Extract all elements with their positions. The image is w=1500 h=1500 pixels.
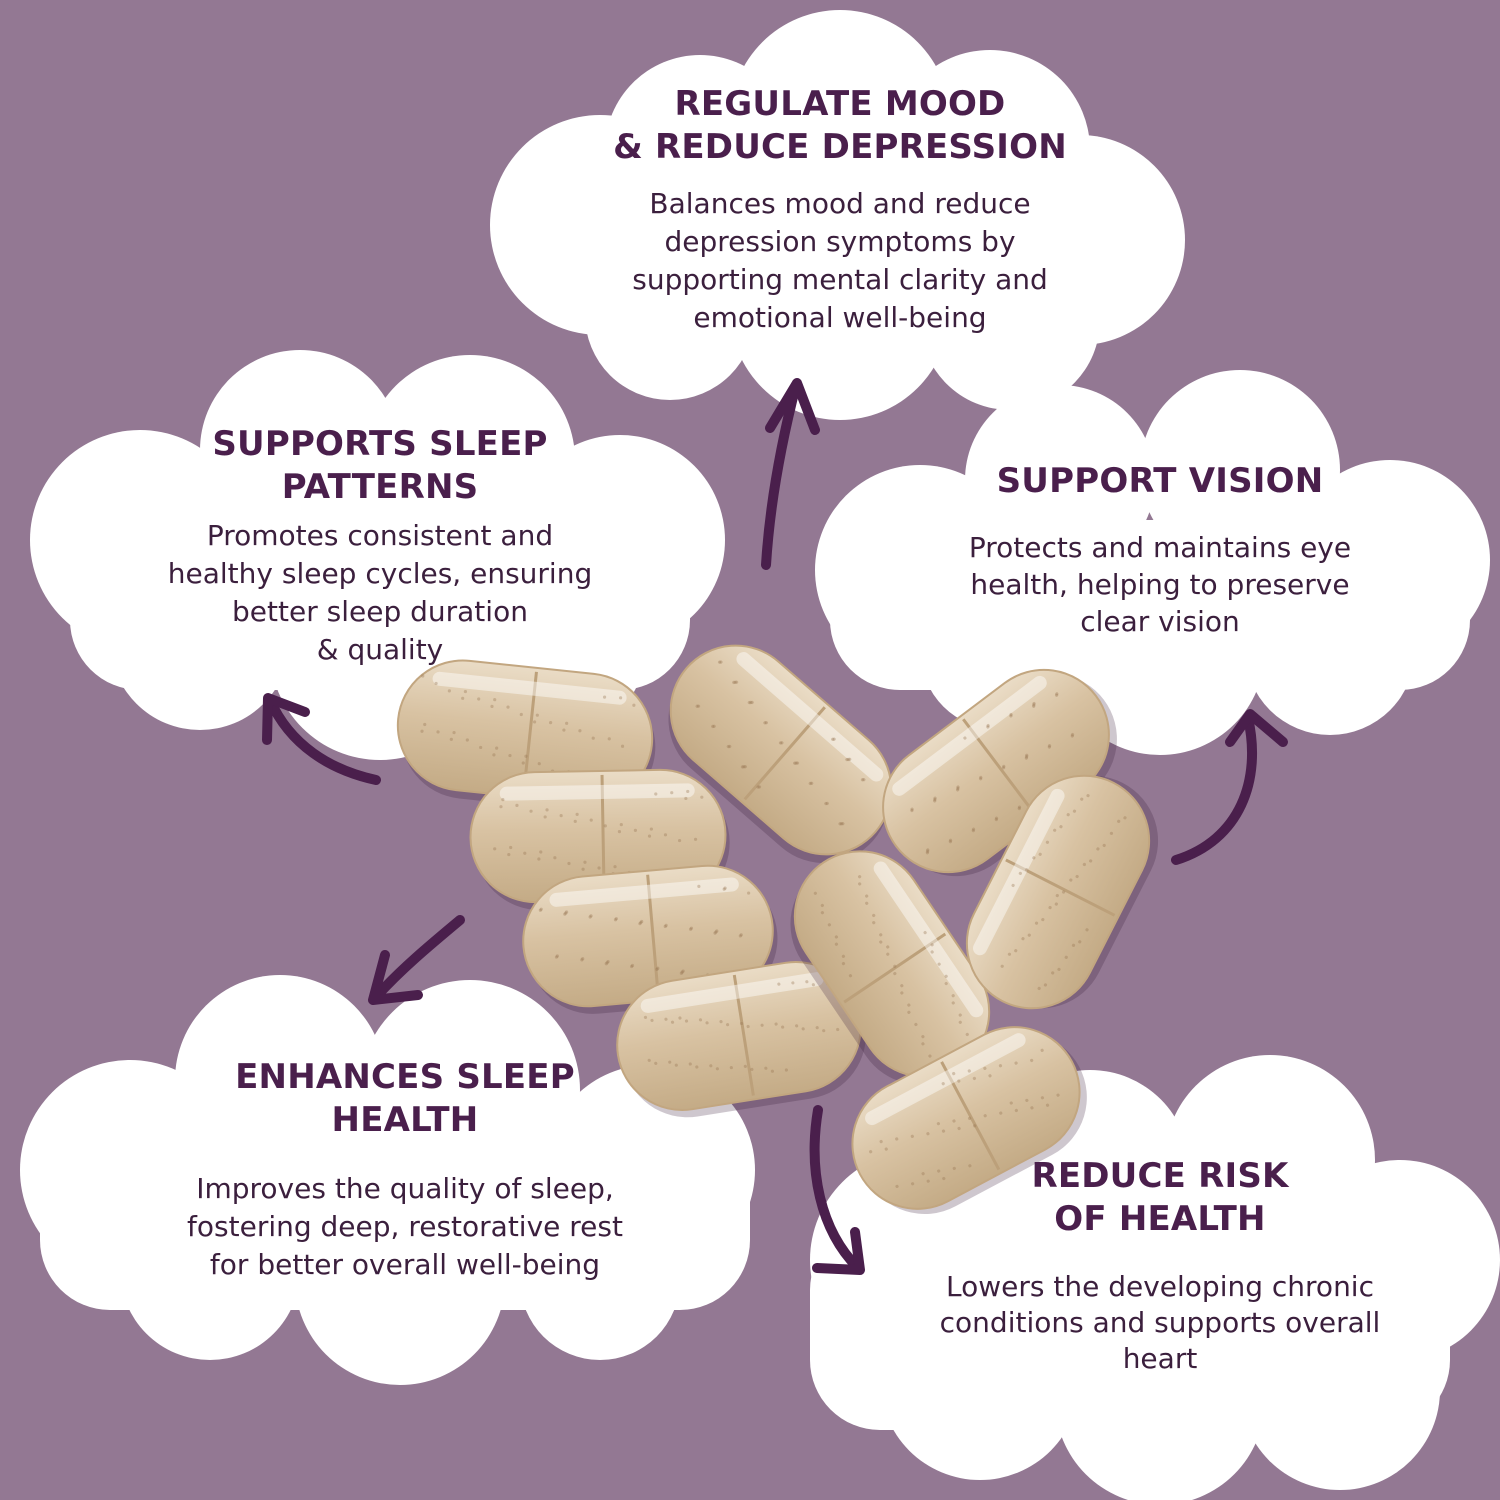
- benefit-sleep-health-title: ENHANCES SLEEP HEALTH: [235, 1057, 575, 1140]
- arrow-to-sleep-health: [368, 915, 465, 1005]
- benefit-sleep-patterns-title: SUPPORTS SLEEP PATTERNS: [212, 424, 548, 507]
- capsule: [790, 850, 991, 1085]
- benefit-risk: REDUCE RISK OF HEALTH Lowers the develop…: [890, 1155, 1430, 1377]
- capsule: [965, 774, 1159, 1010]
- capsule-group: [396, 644, 1159, 1215]
- benefit-mood-text: Balances mood and reduce depression symp…: [632, 187, 1048, 334]
- benefit-risk-text: Lowers the developing chronic conditions…: [939, 1270, 1381, 1375]
- cloud-sleep-health: [20, 975, 755, 1385]
- cloud-risk: [810, 1055, 1500, 1500]
- benefit-sleep-health: ENHANCES SLEEP HEALTH Improves the quali…: [100, 1056, 710, 1284]
- arrow-to-vision: [1171, 709, 1288, 865]
- benefit-vision-text: Protects and maintains eye health, helpi…: [968, 531, 1352, 638]
- cloud-mood: [490, 10, 1185, 420]
- benefit-vision: SUPPORT VISION Protects and maintains ey…: [880, 460, 1440, 640]
- benefit-mood-title: REGULATE MOOD & REDUCE DEPRESSION: [613, 84, 1067, 167]
- cloud-vision: [815, 370, 1490, 755]
- capsule: [851, 1026, 1087, 1215]
- arrow-to-sleep-patterns: [262, 693, 381, 785]
- benefit-sleep-patterns: SUPPORTS SLEEP PATTERNS Promotes consist…: [90, 423, 670, 669]
- benefit-vision-title: SUPPORT VISION: [996, 461, 1324, 501]
- benefit-risk-title: REDUCE RISK OF HEALTH: [1031, 1156, 1289, 1239]
- arrow-to-risk: [809, 1105, 865, 1275]
- capsule: [616, 961, 866, 1118]
- arrow-to-mood: [761, 378, 820, 570]
- benefit-sleep-patterns-text: Promotes consistent and healthy sleep cy…: [167, 519, 593, 666]
- benefit-sleep-health-text: Improves the quality of sleep, fostering…: [187, 1172, 623, 1281]
- capsule: [882, 668, 1117, 877]
- capsule: [668, 644, 893, 864]
- benefit-mood: REGULATE MOOD & REDUCE DEPRESSION Balanc…: [560, 83, 1120, 337]
